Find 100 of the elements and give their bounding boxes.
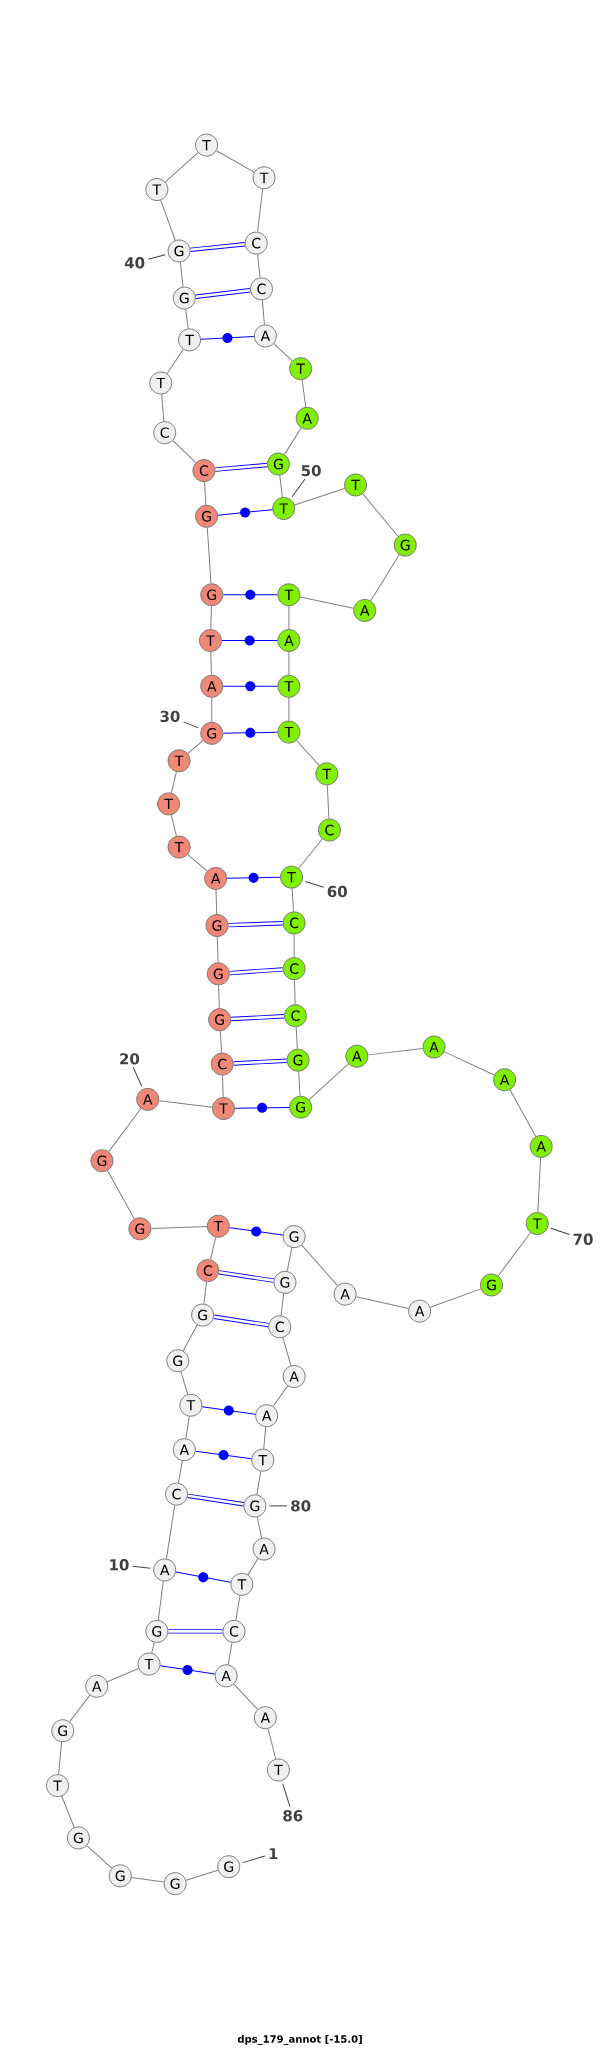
backbone-line [158, 1100, 213, 1108]
backbone-line [170, 771, 177, 794]
base-pair-bond [168, 1629, 223, 1634]
leader-line [291, 478, 306, 498]
backbone-line [267, 1728, 277, 1760]
backbone-line [301, 379, 307, 408]
position-number: 40 [124, 257, 145, 269]
backbone-line [263, 1426, 267, 1450]
leader-line [183, 721, 199, 729]
backbone-line [367, 1047, 424, 1056]
base-pair-bond [195, 288, 251, 299]
backbone-line [509, 1089, 537, 1137]
base-pair-bond [229, 967, 283, 976]
backbone-line [235, 1595, 241, 1621]
backbone-line [210, 605, 212, 630]
backbone-line [164, 152, 199, 183]
leader-line [304, 880, 325, 888]
position-number: 10 [110, 1559, 129, 1571]
base-pair-bond [222, 589, 278, 600]
backbone-line [288, 697, 290, 722]
backbone-line [272, 1385, 289, 1407]
backbone-line [61, 1795, 75, 1828]
backbone-line [308, 1063, 349, 1100]
leader-line [268, 1505, 288, 1507]
backbone-line [218, 984, 220, 1009]
backbone-line [157, 1580, 164, 1621]
base-pair-bond [228, 921, 283, 928]
backbone-line [185, 1869, 219, 1881]
backbone-line [161, 393, 165, 422]
backbone-line [233, 1683, 259, 1710]
backbone-line [301, 1244, 338, 1287]
backbone-line [166, 348, 184, 374]
backbone-line [256, 1470, 262, 1496]
position-number: 86 [283, 1810, 303, 1822]
backbone-line [219, 1030, 223, 1054]
base-pair-bond [175, 1571, 232, 1583]
backbone-line [185, 308, 189, 329]
base-pair-bond [187, 1493, 244, 1507]
backbone-line [210, 651, 212, 676]
backbone-line [294, 488, 346, 506]
base-pair-bond [234, 1102, 290, 1113]
backbone-line [326, 784, 330, 820]
backbone-line [261, 299, 265, 326]
backbone-line [106, 1668, 139, 1683]
backbone-line [280, 1293, 285, 1316]
backbone-line [69, 1694, 91, 1723]
position-number: 70 [573, 1233, 593, 1245]
backbone-line [288, 651, 290, 676]
backbone-line [257, 254, 261, 278]
backbone-line [108, 1108, 142, 1153]
backbone-line [151, 1642, 155, 1654]
backbone-line [362, 493, 399, 537]
backbone-line [165, 1504, 176, 1560]
backbone-line [298, 1071, 301, 1097]
caption: dps_179_annot [-15.0] [237, 2035, 362, 2045]
backbone-line [298, 838, 323, 869]
base-pair-bond [221, 635, 278, 646]
backbone-line [247, 1558, 259, 1576]
backbone-line [107, 1170, 135, 1220]
base-pair-bond [230, 1014, 285, 1022]
backbone-line [256, 1516, 263, 1539]
backbone-line [150, 1226, 208, 1229]
backbone-line [182, 1324, 198, 1352]
backbone-line [172, 440, 197, 464]
leader-line [147, 254, 166, 260]
backbone-line [187, 740, 204, 754]
base-pair-bond [159, 1664, 216, 1675]
base-pair-bond [222, 727, 278, 738]
backbone-line [58, 1741, 63, 1775]
base-pair-bond [201, 1405, 256, 1416]
leader-line [242, 1855, 266, 1864]
base-pair-bond [233, 1058, 287, 1066]
position-number: 60 [327, 885, 347, 898]
backbone-line [185, 1416, 190, 1439]
backbone-line [295, 1026, 298, 1050]
backbone-line [211, 697, 213, 723]
position-number: 30 [160, 710, 180, 723]
backbone-line [131, 1876, 165, 1883]
position-number: 1 [269, 1848, 278, 1860]
backbone-line [215, 889, 218, 915]
base-pair-bond [195, 1449, 252, 1460]
base-pair-bond [222, 681, 278, 692]
backbone-line [206, 527, 212, 584]
base-pair-bond [215, 462, 268, 472]
backbone-line [284, 427, 302, 455]
backbone-line [279, 474, 283, 498]
backbone-line [293, 979, 296, 1005]
position-number: 80 [291, 1500, 311, 1512]
backbone-line [497, 1232, 531, 1277]
backbone-line [299, 596, 354, 609]
base-pair-bond [200, 332, 255, 343]
backbone-line [429, 1288, 482, 1308]
leader-line [550, 1227, 570, 1236]
leader-line [282, 1783, 291, 1808]
backbone-line [160, 199, 176, 241]
backbone-line [170, 814, 177, 837]
backbone-line [209, 1236, 217, 1260]
backbone-line [296, 740, 320, 766]
base-pair-bond [226, 872, 281, 883]
backbone-line [355, 1296, 409, 1310]
